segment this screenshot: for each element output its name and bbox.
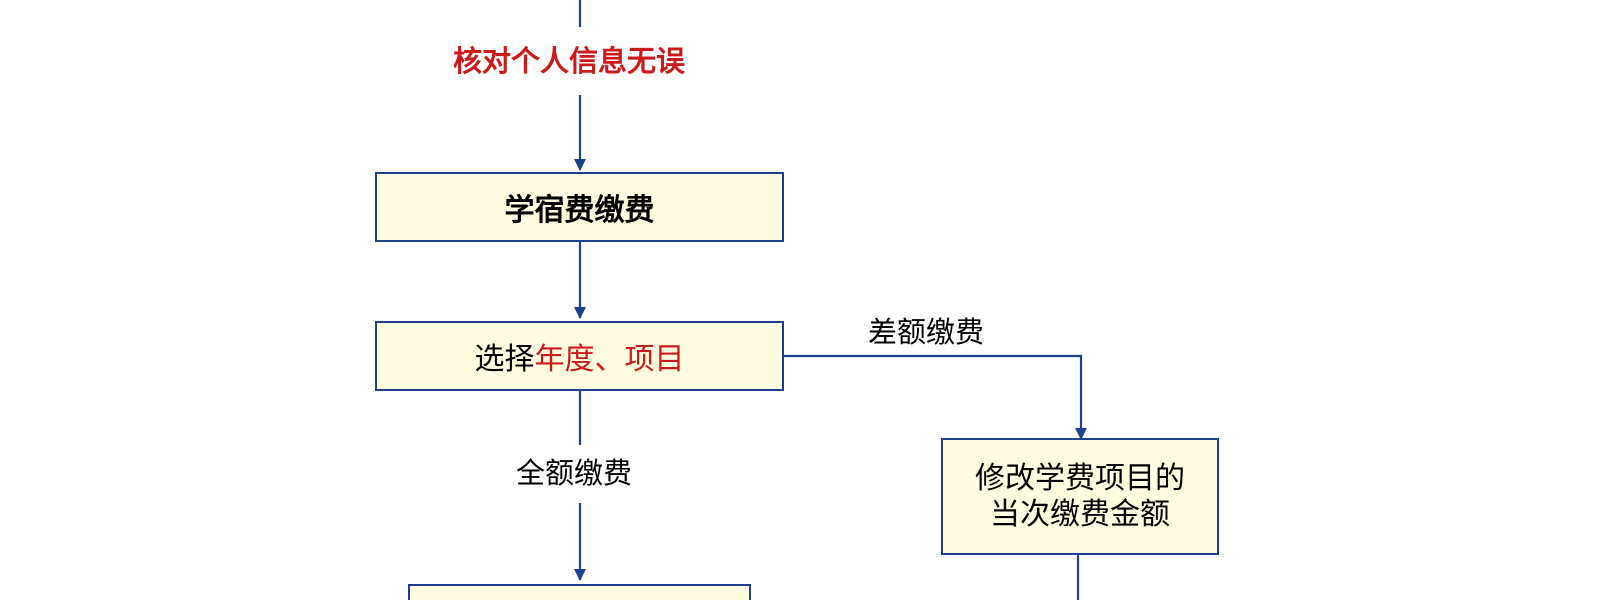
- arrow-select-to-modify: [782, 354, 1087, 440]
- next-step-box-top: [408, 584, 751, 600]
- step-modify-line-2: 当次缴费金额: [990, 496, 1170, 532]
- step-select-highlight: 年度、项目: [534, 342, 685, 377]
- branch-full-payment-label: 全额缴费: [516, 456, 633, 490]
- branch-partial-payment-label: 差额缴费: [868, 315, 985, 349]
- step-tuition-payment-label: 学宿费缴费: [504, 193, 655, 228]
- step-verify-personal-info: 核对个人信息无误: [453, 44, 686, 78]
- step-select-prefix: 选择: [474, 342, 535, 377]
- step-modify-amount-box: 修改学费项目的 当次缴费金额: [941, 438, 1219, 555]
- step-select-year-item-box: 选择年度、项目: [375, 321, 784, 391]
- step-modify-line-1: 修改学费项目的: [975, 460, 1185, 496]
- step-tuition-payment-box: 学宿费缴费: [375, 172, 784, 242]
